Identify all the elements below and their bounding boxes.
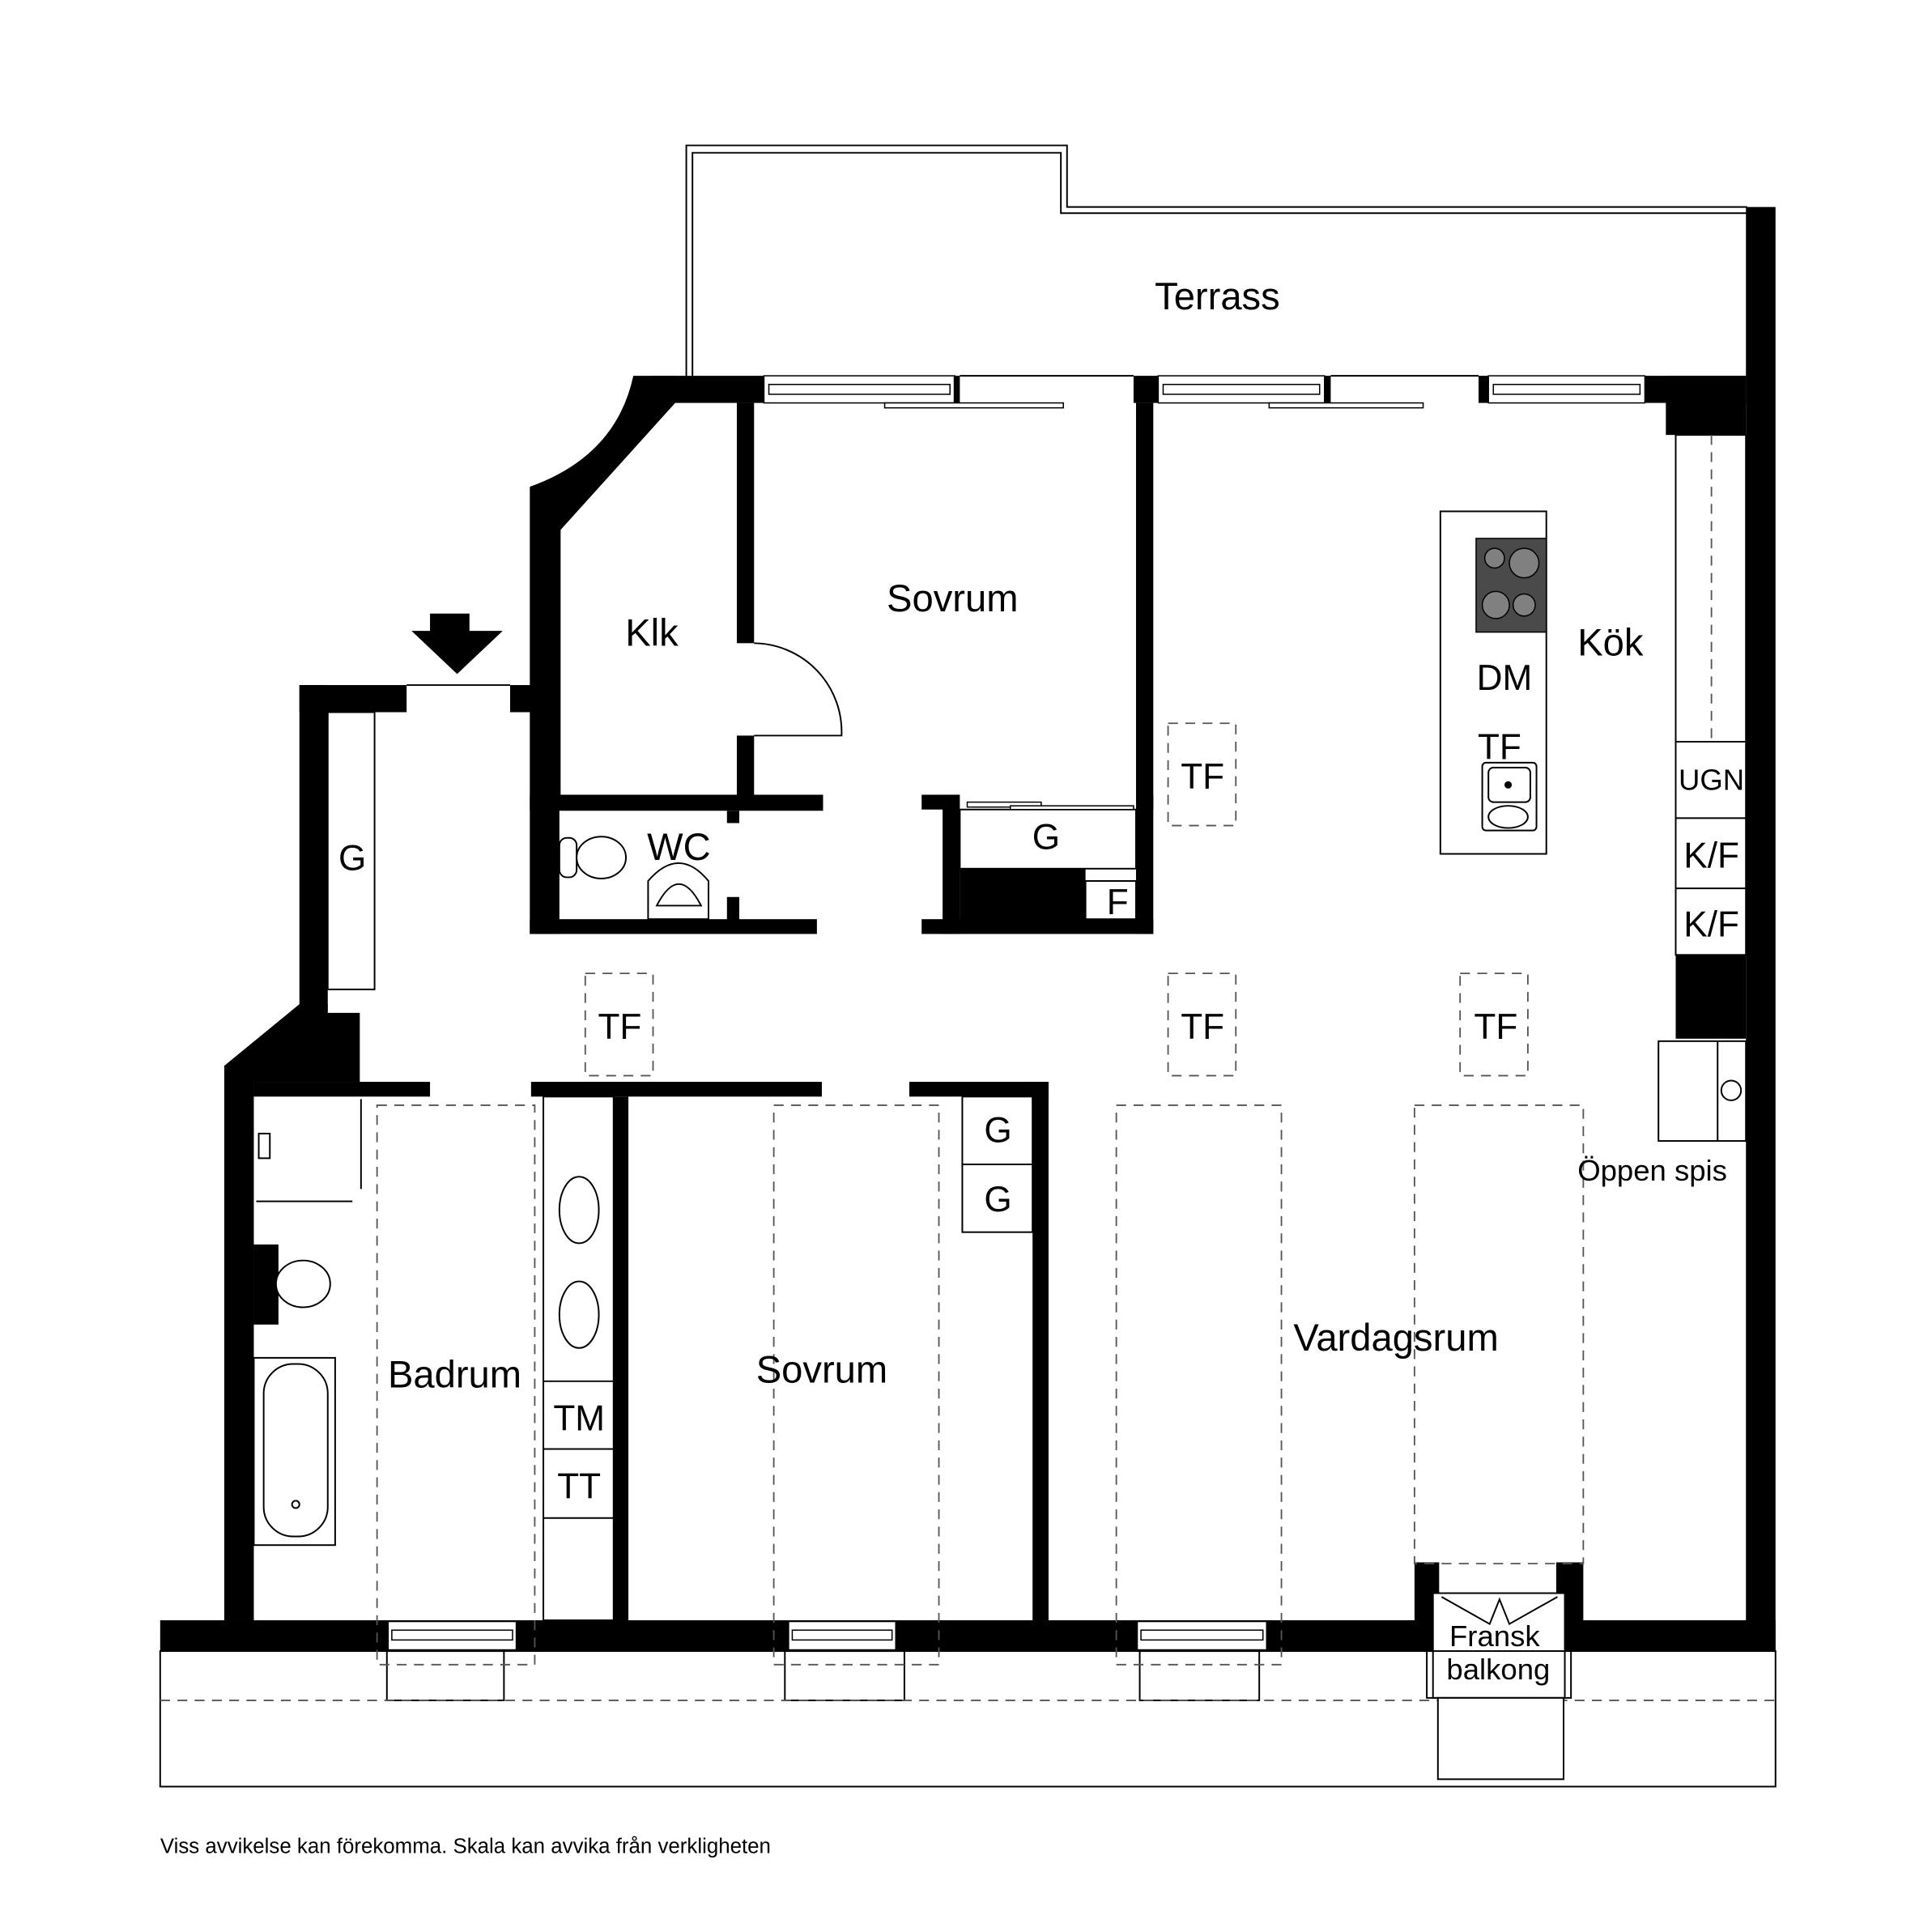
wardrobe-label: G: [984, 1111, 1011, 1151]
bathroom-fixtures: [253, 1096, 615, 1622]
dishwasher-label: DM: [1477, 658, 1533, 698]
wardrobe-label: G: [338, 838, 366, 878]
fridge-freezer-label: K/F: [1683, 904, 1739, 944]
tumble-dryer-label: TT: [557, 1466, 601, 1506]
disclaimer-text: Viss avvikelse kan förekomma. Skala kan …: [160, 1836, 771, 1858]
walls: [160, 206, 1776, 1652]
entrance-arrow-icon: [411, 613, 503, 674]
skylight-label: TF: [1181, 1007, 1224, 1047]
fridge-freezer-label: K/F: [1683, 836, 1739, 875]
fireplace-label: Öppen spis: [1577, 1154, 1727, 1187]
room-label-terrace: Terrass: [1155, 274, 1280, 317]
french-balcony-label: Fransk: [1449, 1619, 1540, 1653]
skylight-label: TF: [598, 1007, 641, 1047]
top-windows: [763, 375, 1646, 409]
skylight-label: TF: [1478, 727, 1521, 767]
fan-label: F: [1107, 883, 1129, 922]
wardrobe-label: G: [984, 1180, 1011, 1219]
door-swing-icon: [754, 642, 843, 737]
room-label-bathroom: Badrum: [388, 1352, 521, 1395]
bedroom-bottom-wardrobes: [961, 1096, 1034, 1233]
skylight-label: TF: [1181, 757, 1224, 797]
room-label-wc: WC: [647, 825, 711, 868]
room-label-bedroom-top: Sovrum: [887, 577, 1018, 619]
bedroom-top-wardrobe: [959, 801, 1137, 921]
room-label-kitchen: Kök: [1577, 621, 1644, 664]
room-label-bedroom-bottom: Sovrum: [756, 1347, 887, 1390]
oven-label: UGN: [1679, 763, 1744, 796]
hall-wardrobe: [326, 711, 376, 990]
fireplace-icon: [1658, 1040, 1747, 1143]
kitchen-fixtures: [1439, 434, 1747, 1143]
skylight-label: TF: [1474, 1007, 1517, 1047]
french-balcony: [1426, 1592, 1572, 1781]
room-label-living-room: Vardagsrum: [1293, 1316, 1498, 1359]
bottom-windows: [385, 1620, 1268, 1701]
room-label-klk: Klk: [625, 611, 679, 653]
french-balcony-label: balkong: [1446, 1653, 1550, 1686]
terrace-outline: [685, 144, 1747, 377]
wc-fixtures: [558, 836, 709, 921]
washing-machine-label: TM: [553, 1399, 605, 1439]
wardrobe-label: G: [1032, 817, 1060, 857]
